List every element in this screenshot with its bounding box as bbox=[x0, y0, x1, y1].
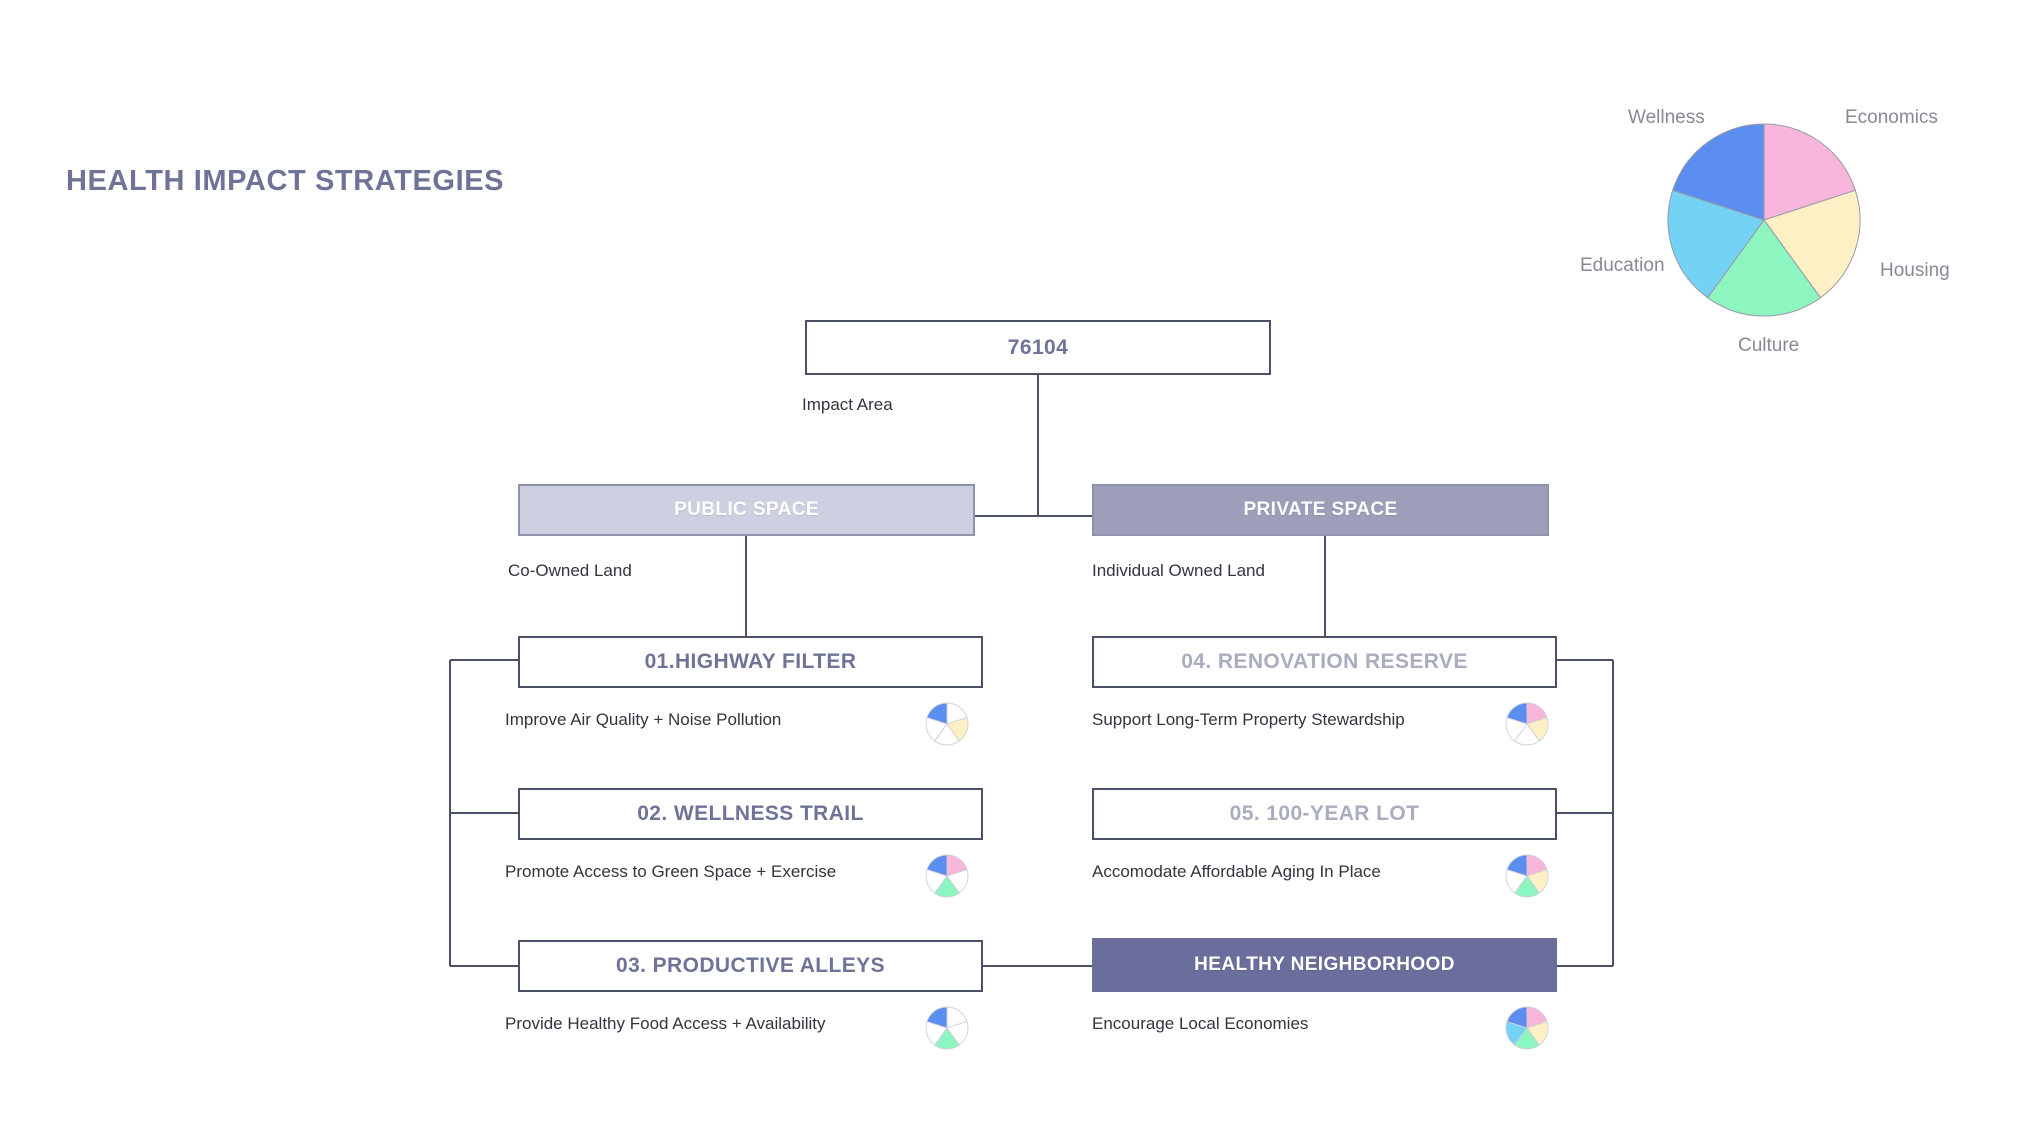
node-strategy-05[interactable]: 05. 100-YEAR LOT bbox=[1092, 788, 1557, 840]
caption-public-space: Co-Owned Land bbox=[508, 561, 632, 580]
caption-strategy-03: Provide Healthy Food Access + Availabili… bbox=[505, 1014, 826, 1033]
pie-slice-education bbox=[1667, 189, 1765, 299]
legend-pie-chart bbox=[1667, 123, 1861, 317]
node-private-space[interactable]: PRIVATE SPACE bbox=[1092, 484, 1549, 536]
pie-slice-wellness bbox=[1672, 123, 1765, 221]
mini-pie-strategy-02 bbox=[925, 854, 969, 898]
caption-strategy-01: Improve Air Quality + Noise Pollution bbox=[505, 710, 782, 729]
caption-strategy-05: Accomodate Affordable Aging In Place bbox=[1092, 862, 1381, 881]
pie-slice-culture bbox=[1706, 219, 1822, 317]
node-strategy-03[interactable]: 03. PRODUCTIVE ALLEYS bbox=[518, 940, 983, 992]
node-strategy-04[interactable]: 04. RENOVATION RESERVE bbox=[1092, 636, 1557, 688]
mini-pie-strategy-04 bbox=[1505, 702, 1549, 746]
node-public-space[interactable]: PUBLIC SPACE bbox=[518, 484, 975, 536]
pie-slice-wellness bbox=[1506, 702, 1528, 725]
page-title: HEALTH IMPACT STRATEGIES bbox=[66, 165, 505, 197]
caption-impact-area: Impact Area bbox=[802, 395, 893, 414]
pie-slice-economics bbox=[1763, 123, 1856, 221]
legend-label-housing: Housing bbox=[1880, 260, 1950, 281]
legend-label-education: Education bbox=[1580, 255, 1665, 276]
pie-slice-wellness bbox=[1506, 854, 1528, 877]
pie-slice-housing bbox=[1763, 189, 1861, 299]
caption-strategy-04: Support Long-Term Property Stewardship bbox=[1092, 710, 1405, 729]
legend-label-wellness: Wellness bbox=[1628, 107, 1705, 128]
pie-slice-wellness bbox=[1506, 1006, 1528, 1029]
mini-pie-healthy-neighborhood bbox=[1505, 1006, 1549, 1050]
mini-pie-strategy-05 bbox=[1505, 854, 1549, 898]
legend: Wellness Economics Education Housing Cul… bbox=[1580, 100, 1970, 360]
caption-strategy-02: Promote Access to Green Space + Exercise bbox=[505, 862, 837, 881]
node-impact-area[interactable]: 76104 bbox=[805, 320, 1271, 375]
mini-pie-strategy-03 bbox=[925, 1006, 969, 1050]
caption-healthy-neighborhood: Encourage Local Economies bbox=[1092, 1014, 1309, 1033]
pie-slice-wellness bbox=[926, 1006, 948, 1029]
node-strategy-02[interactable]: 02. WELLNESS TRAIL bbox=[518, 788, 983, 840]
node-healthy-neighborhood[interactable]: HEALTHY NEIGHBORHOOD bbox=[1092, 938, 1557, 992]
node-strategy-01[interactable]: 01.HIGHWAY FILTER bbox=[518, 636, 983, 688]
legend-label-economics: Economics bbox=[1845, 107, 1938, 128]
legend-label-culture: Culture bbox=[1738, 335, 1800, 356]
pie-slice-wellness bbox=[926, 702, 948, 725]
caption-private-space: Individual Owned Land bbox=[1092, 561, 1265, 580]
pie-slice-wellness bbox=[926, 854, 948, 877]
mini-pie-strategy-01 bbox=[925, 702, 969, 746]
